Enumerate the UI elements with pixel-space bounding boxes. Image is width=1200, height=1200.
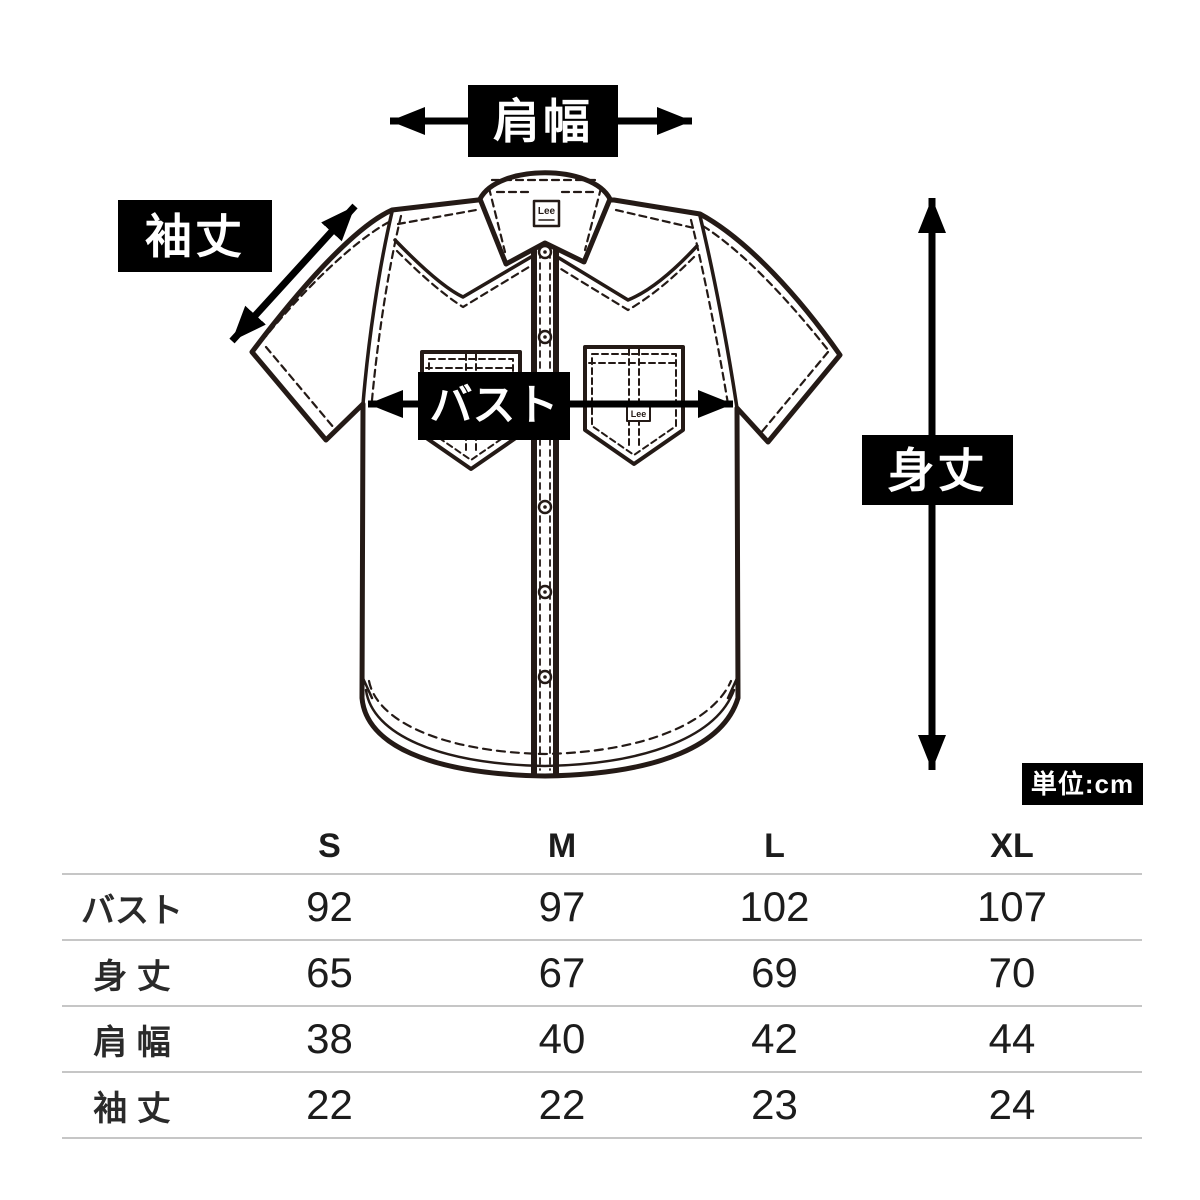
table-row-bust: バスト 92 97 102 107 [62,875,1142,941]
row-label: 身 丈 [93,957,171,996]
row-label: 袖 丈 [93,1089,171,1128]
cell-length-s: 65 [306,949,353,996]
cell-bust-l: 102 [739,883,810,930]
cell-shoulder-m: 40 [538,1015,586,1062]
cell-length-m: 67 [538,949,586,996]
table-row-body-length: 身 丈 65 67 69 70 [62,941,1142,1007]
cell-shoulder-s: 38 [306,1015,353,1062]
cell-shoulder-l: 42 [751,1015,798,1062]
cell-shoulder-xl: 44 [988,1015,1036,1062]
shoulder-width-label: 肩幅 [468,85,618,157]
sleeve-length-arrow [229,203,358,344]
body-length-label: 身丈 [862,435,1013,505]
cell-length-xl: 70 [988,949,1036,996]
table-row-sleeve: 袖 丈 22 22 23 24 [62,1073,1142,1139]
cell-sleeve-m: 22 [538,1081,586,1128]
shirt-line-art: Lee Lee [249,170,843,779]
column-header-l: L [764,827,785,865]
bust-label: バスト [418,372,570,440]
table-row-shoulder: 肩 幅 38 40 42 44 [62,1007,1142,1073]
cell-bust-s: 92 [306,883,353,930]
row-label: 肩 幅 [93,1023,171,1062]
sleeve-length-label: 袖丈 [118,200,272,272]
unit-label: 単位:cm [1022,763,1143,805]
column-header-xl: XL [990,827,1034,865]
cell-sleeve-s: 22 [306,1081,353,1128]
collar-brand-label: Lee [532,199,561,228]
brand-tag-text: Lee [538,206,556,217]
cell-bust-xl: 107 [976,883,1048,930]
brand-tag-text: Lee [631,409,647,419]
cell-sleeve-xl: 24 [988,1081,1036,1128]
cell-sleeve-l: 23 [751,1081,798,1128]
size-table: S M L XL バスト 92 97 102 107 身 丈 65 67 69 … [62,820,1142,1139]
column-header-s: S [318,827,341,865]
row-label: バスト [81,891,183,930]
column-header-m: M [547,827,577,865]
cell-length-l: 69 [751,949,798,996]
table-header-row: S M L XL [62,820,1142,875]
cell-bust-m: 97 [538,883,586,930]
